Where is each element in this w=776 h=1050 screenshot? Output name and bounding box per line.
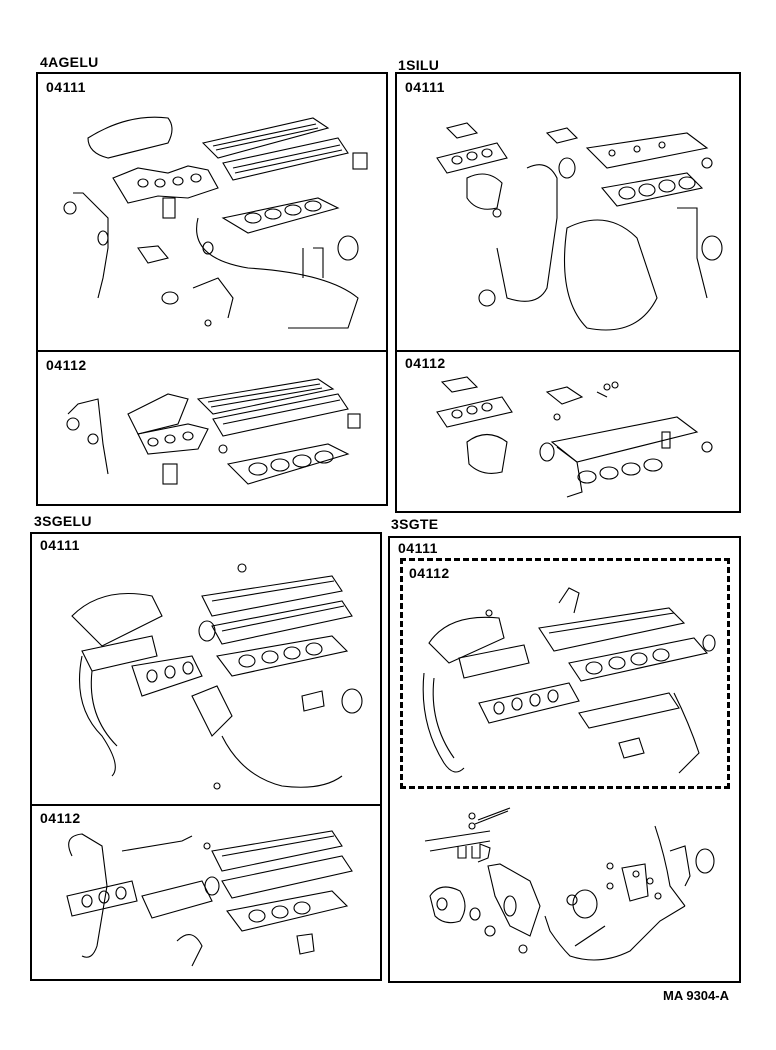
gasket-kit-drawing xyxy=(409,583,723,783)
part-number-04112: 04112 xyxy=(40,810,81,826)
gasket-kit-drawing xyxy=(42,826,372,976)
engine-exploded-view-icon xyxy=(424,807,715,961)
gasket-kit-drawing xyxy=(407,98,733,348)
engine-exploded-view-icon xyxy=(63,116,368,329)
section-1silu: 04111 04112 xyxy=(395,72,741,513)
section-3sgte: 04111 04112 xyxy=(388,536,741,983)
gasket-kit-drawing xyxy=(407,372,733,508)
engine-label-1silu: 1SILU xyxy=(398,57,440,73)
engine-exploded-view-icon xyxy=(71,563,363,790)
engine-exploded-view-icon xyxy=(66,378,361,485)
figure-caption: MA 9304-A xyxy=(663,988,729,1003)
part-number-04112: 04112 xyxy=(405,355,446,371)
engine-label-3sgelu: 3SGELU xyxy=(34,513,92,529)
part-number-04112: 04112 xyxy=(46,357,87,373)
part-number-04111: 04111 xyxy=(405,79,445,95)
gasket-kit-drawing xyxy=(400,796,730,976)
kit-divider xyxy=(38,350,386,352)
section-3sgelu: 04111 04112 xyxy=(30,532,382,981)
kit-divider xyxy=(32,804,380,806)
engine-label-3sgte: 3SGTE xyxy=(391,516,439,532)
section-4agelu: 04111 04112 xyxy=(36,72,388,506)
engine-exploded-view-icon xyxy=(422,587,716,774)
part-number-04111: 04111 xyxy=(40,537,80,553)
kit-divider xyxy=(397,350,739,352)
part-number-04112: 04112 xyxy=(409,565,450,581)
engine-exploded-view-icon xyxy=(436,376,713,498)
gasket-kit-drawing xyxy=(48,98,378,346)
part-number-04111: 04111 xyxy=(398,540,438,556)
kit-04112-dashed-region: 04112 xyxy=(400,558,730,789)
gasket-kit-drawing xyxy=(48,374,378,500)
part-number-04111: 04111 xyxy=(46,79,86,95)
engine-exploded-view-icon xyxy=(66,830,353,967)
engine-label-4agelu: 4AGELU xyxy=(40,54,99,70)
gasket-kit-drawing xyxy=(42,556,372,800)
engine-exploded-view-icon xyxy=(436,122,723,331)
